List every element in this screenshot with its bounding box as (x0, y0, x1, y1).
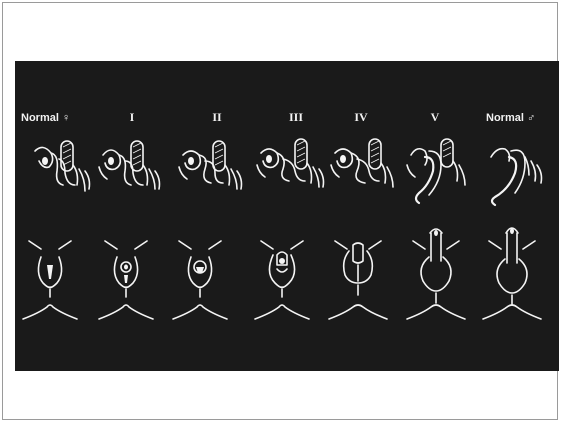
sagittal-stage-5 (407, 139, 465, 203)
label-normal-male: Normal ♂ (486, 112, 535, 124)
frontal-stage-1 (99, 241, 153, 319)
frontal-stage-5 (407, 229, 465, 319)
label-stage-3: III (289, 110, 303, 124)
frontal-normal-female (23, 241, 77, 319)
sagittal-stage-3 (257, 139, 324, 187)
frontal-stage-3 (255, 241, 309, 319)
sagittal-stage-1 (99, 141, 160, 189)
sagittal-normal-female (35, 141, 90, 191)
label-stage-4: IV (354, 110, 368, 124)
sagittal-stage-2 (179, 141, 242, 189)
sagittal-normal-male (491, 149, 542, 205)
label-normal-female: Normal ♀ (21, 112, 70, 124)
label-stage-1: I (130, 110, 135, 124)
label-stage-5: V (431, 110, 440, 124)
frontal-stage-4 (329, 241, 387, 319)
sagittal-stage-4 (331, 139, 393, 187)
page-frame: Normal ♀ I II III IV V Normal ♂ (2, 2, 558, 420)
frontal-normal-male (483, 228, 541, 319)
frontal-stage-2 (173, 241, 227, 319)
prader-stage-figure: Normal ♀ I II III IV V Normal ♂ (15, 61, 559, 371)
figure-drawing: Normal ♀ I II III IV V Normal ♂ (15, 61, 559, 371)
label-stage-2: II (212, 110, 222, 124)
